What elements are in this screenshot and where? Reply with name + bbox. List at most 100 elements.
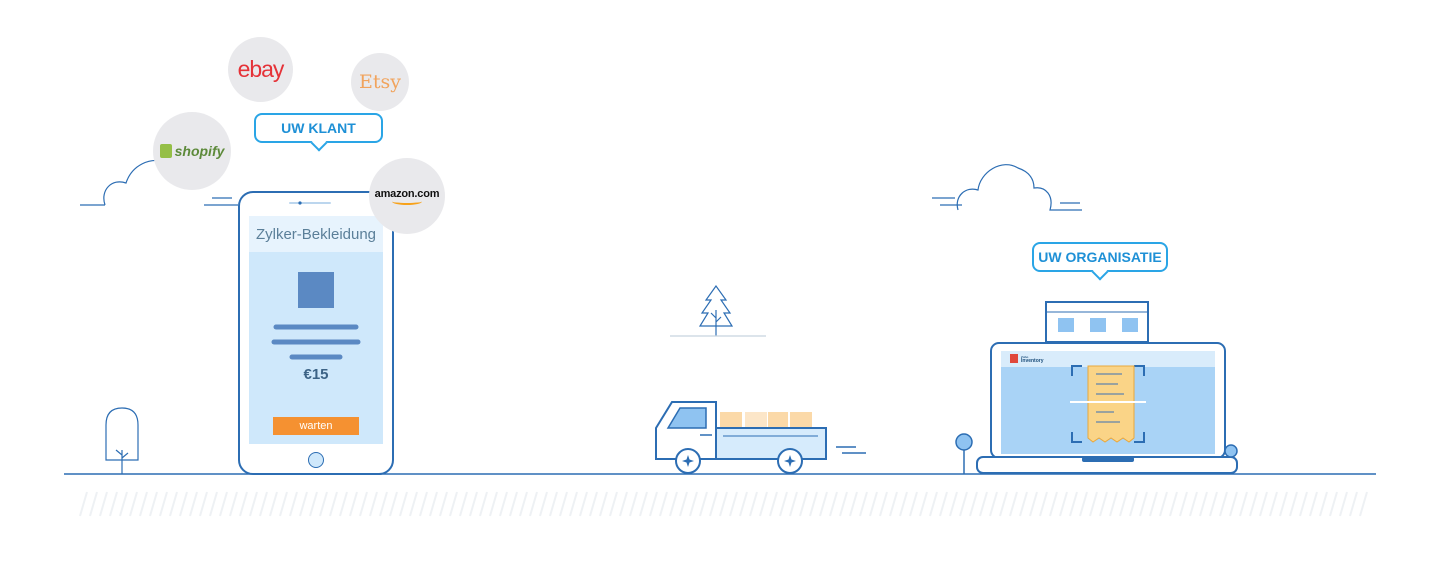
hatch-stroke	[669, 491, 678, 517]
hatch-stroke	[109, 491, 118, 517]
hatch-stroke	[279, 491, 288, 517]
hatch-stroke	[909, 491, 918, 517]
hatch-stroke	[1359, 491, 1368, 517]
hatch-stroke	[1039, 491, 1048, 517]
shopify-wordmark: shopify	[174, 143, 225, 159]
hatch-stroke	[959, 491, 968, 517]
hatch-stroke	[739, 491, 748, 517]
cloud-left	[80, 160, 238, 206]
cargo-box	[790, 412, 812, 428]
hatch-stroke	[1309, 491, 1318, 517]
cargo-box	[720, 412, 742, 428]
hatch-stroke	[1199, 491, 1208, 517]
hatch-stroke	[839, 491, 848, 517]
customer-label: UW KLANT	[254, 113, 383, 143]
hatch-stroke	[439, 491, 448, 517]
hatch-stroke	[189, 491, 198, 517]
hatch-stroke	[509, 491, 518, 517]
hatch-stroke	[719, 491, 728, 517]
hatch-stroke	[679, 491, 688, 517]
hatch-stroke	[1209, 491, 1218, 517]
hatch-stroke	[1139, 491, 1148, 517]
hatch-stroke	[629, 491, 638, 517]
hatch-stroke	[1149, 491, 1158, 517]
phone-device	[238, 191, 394, 475]
hatch-stroke	[729, 491, 738, 517]
hatch-stroke	[339, 491, 348, 517]
hatch-stroke	[249, 491, 258, 517]
hatch-stroke	[1319, 491, 1328, 517]
hatch-stroke	[139, 491, 148, 517]
hatch-stroke	[709, 491, 718, 517]
hatch-stroke	[1059, 491, 1068, 517]
hatch-stroke	[319, 491, 328, 517]
ebay-wordmark: ebay	[237, 56, 285, 82]
hatch-stroke	[549, 491, 558, 517]
hatch-stroke	[89, 491, 98, 517]
tree-left	[105, 407, 139, 474]
hatch-stroke	[699, 491, 708, 517]
hatch-stroke	[589, 491, 598, 517]
hatch-stroke	[369, 491, 378, 517]
cloud-right	[932, 164, 1082, 211]
pine-tree	[670, 284, 766, 337]
hatch-stroke	[1189, 491, 1198, 517]
hatch-stroke	[759, 491, 768, 517]
hatch-stroke	[1069, 491, 1078, 517]
hatch-stroke	[1029, 491, 1038, 517]
hatch-stroke	[529, 491, 538, 517]
hatch-stroke	[159, 491, 168, 517]
hatch-stroke	[919, 491, 928, 517]
hatch-stroke	[1219, 491, 1228, 517]
hatch-stroke	[619, 491, 628, 517]
hatch-stroke	[829, 491, 838, 517]
hatch-stroke	[579, 491, 588, 517]
hatch-stroke	[879, 491, 888, 517]
hatch-stroke	[99, 491, 108, 517]
hatch-stroke	[229, 491, 238, 517]
hatch-stroke	[259, 491, 268, 517]
hatch-stroke	[929, 491, 938, 517]
hatch-stroke	[599, 491, 608, 517]
buy-button[interactable]: warten	[273, 417, 359, 435]
receipt-icon	[1087, 365, 1135, 443]
hatch-stroke	[1299, 491, 1308, 517]
hatch-stroke	[1119, 491, 1128, 517]
hatch-stroke	[289, 491, 298, 517]
hatch-stroke	[969, 491, 978, 517]
product-price: €15	[303, 366, 329, 383]
hatch-stroke	[989, 491, 998, 517]
hatch-stroke	[379, 491, 388, 517]
hatch-stroke	[199, 491, 208, 517]
etsy-wordmark: Etsy	[359, 71, 401, 93]
hatch-stroke	[329, 491, 338, 517]
ground-hatch	[79, 491, 1368, 517]
hatch-stroke	[769, 491, 778, 517]
hatch-stroke	[1079, 491, 1088, 517]
hatch-stroke	[1259, 491, 1268, 517]
hatch-stroke	[499, 491, 508, 517]
hatch-stroke	[119, 491, 128, 517]
amazon-logo: amazon.com	[369, 158, 445, 234]
hatch-stroke	[129, 491, 138, 517]
delivery-truck	[655, 401, 866, 474]
app-name: Inventory	[1021, 358, 1044, 364]
hatch-stroke	[559, 491, 568, 517]
hatch-stroke	[479, 491, 488, 517]
amazon-wordmark: amazon.com	[374, 187, 440, 200]
hatch-stroke	[179, 491, 188, 517]
hatch-stroke	[979, 491, 988, 517]
hatch-stroke	[569, 491, 578, 517]
hatch-stroke	[1019, 491, 1028, 517]
hatch-stroke	[449, 491, 458, 517]
hatch-stroke	[1009, 491, 1018, 517]
hatch-stroke	[1279, 491, 1288, 517]
hatch-stroke	[999, 491, 1008, 517]
hatch-stroke	[309, 491, 318, 517]
hatch-stroke	[1349, 491, 1358, 517]
hatch-stroke	[149, 491, 158, 517]
organisation-label: UW ORGANISATIE	[1032, 242, 1168, 272]
hatch-stroke	[349, 491, 358, 517]
hatch-stroke	[459, 491, 468, 517]
